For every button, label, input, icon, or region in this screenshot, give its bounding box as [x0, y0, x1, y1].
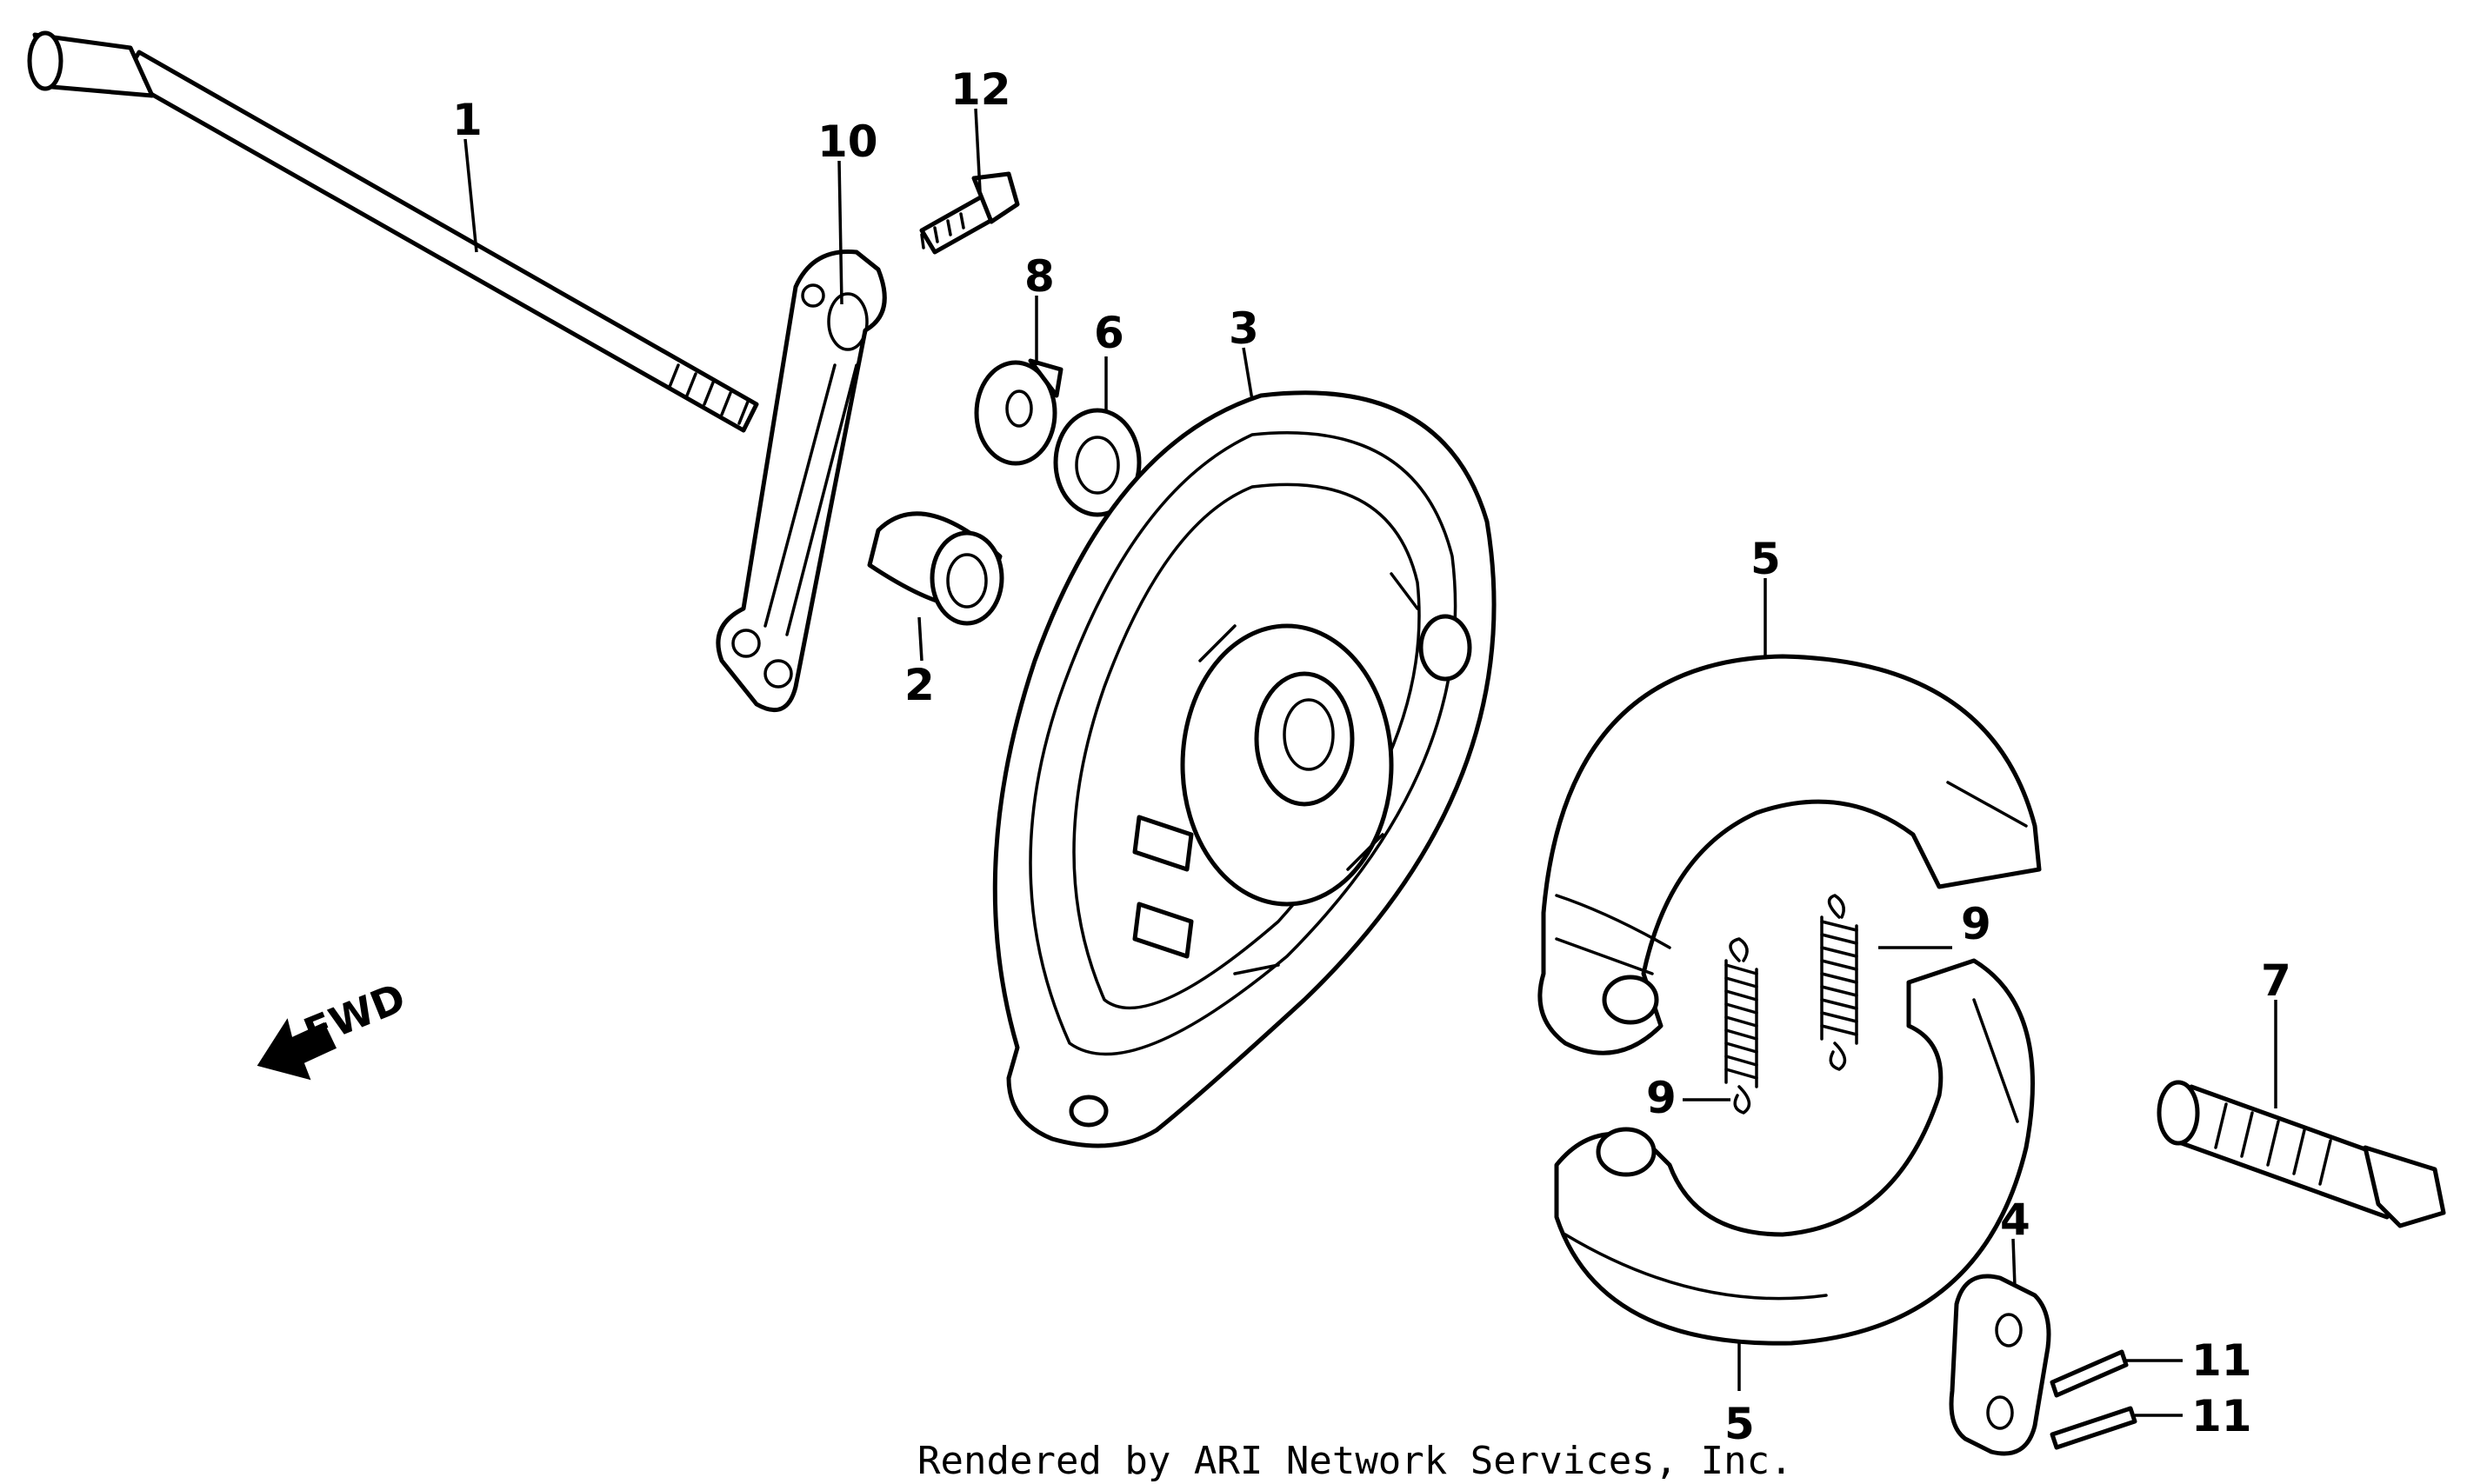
- brake-arm-part[interactable]: [716, 250, 887, 713]
- callout-label: 4: [2000, 1195, 2030, 1245]
- brake-panel-part[interactable]: [992, 390, 1497, 1148]
- brake-shoe-upper-part[interactable]: [1537, 654, 2042, 1055]
- callout-label: 3: [1229, 303, 1259, 354]
- brake-shoe-lower-part[interactable]: [1554, 958, 2035, 1346]
- callout-label: 8: [1024, 251, 1055, 302]
- return-spring-right-part[interactable]: [1820, 894, 1858, 1071]
- callout-label: 12: [950, 64, 1011, 115]
- callout-label: 11: [2191, 1335, 2252, 1386]
- callout-label: 9: [1961, 899, 1991, 949]
- callout-label: 11: [2191, 1391, 2252, 1441]
- callout-labels: 1 10 12 8 6 3 2 5 9 9 7 4 5 11 11: [452, 64, 2291, 1449]
- callout-label: 9: [1646, 1073, 1677, 1123]
- retaining-plate-part[interactable]: [1949, 1274, 2051, 1456]
- callout-label: 6: [1094, 308, 1124, 358]
- leader-lines: [463, 108, 2277, 1417]
- callout-label: 10: [817, 116, 878, 167]
- callout-label: 2: [904, 660, 935, 710]
- forward-direction-label: FWD: [297, 974, 412, 1056]
- brake-cam-part[interactable]: [2157, 1080, 2446, 1228]
- cotter-pin-lower-part[interactable]: [2050, 1406, 2137, 1450]
- callout-label: 7: [2261, 955, 2291, 1006]
- tab-washer-part[interactable]: [974, 358, 1063, 466]
- seal-part[interactable]: [1053, 408, 1142, 517]
- forward-direction-indicator: FWD: [257, 974, 412, 1081]
- callout-label: 5: [1750, 534, 1781, 584]
- callout-label: 1: [452, 95, 483, 145]
- cotter-pin-upper-part[interactable]: [2050, 1349, 2129, 1398]
- collar-part[interactable]: [867, 511, 1004, 626]
- bolt-part[interactable]: [919, 171, 1020, 255]
- forward-arrow-icon: [257, 1018, 337, 1081]
- render-credit-footer: Rendered by ARI Network Services, Inc.: [917, 1439, 1793, 1483]
- return-spring-left-part[interactable]: [1724, 937, 1758, 1115]
- axle-shaft-part[interactable]: [27, 30, 759, 433]
- callout-label: 5: [1724, 1399, 1755, 1449]
